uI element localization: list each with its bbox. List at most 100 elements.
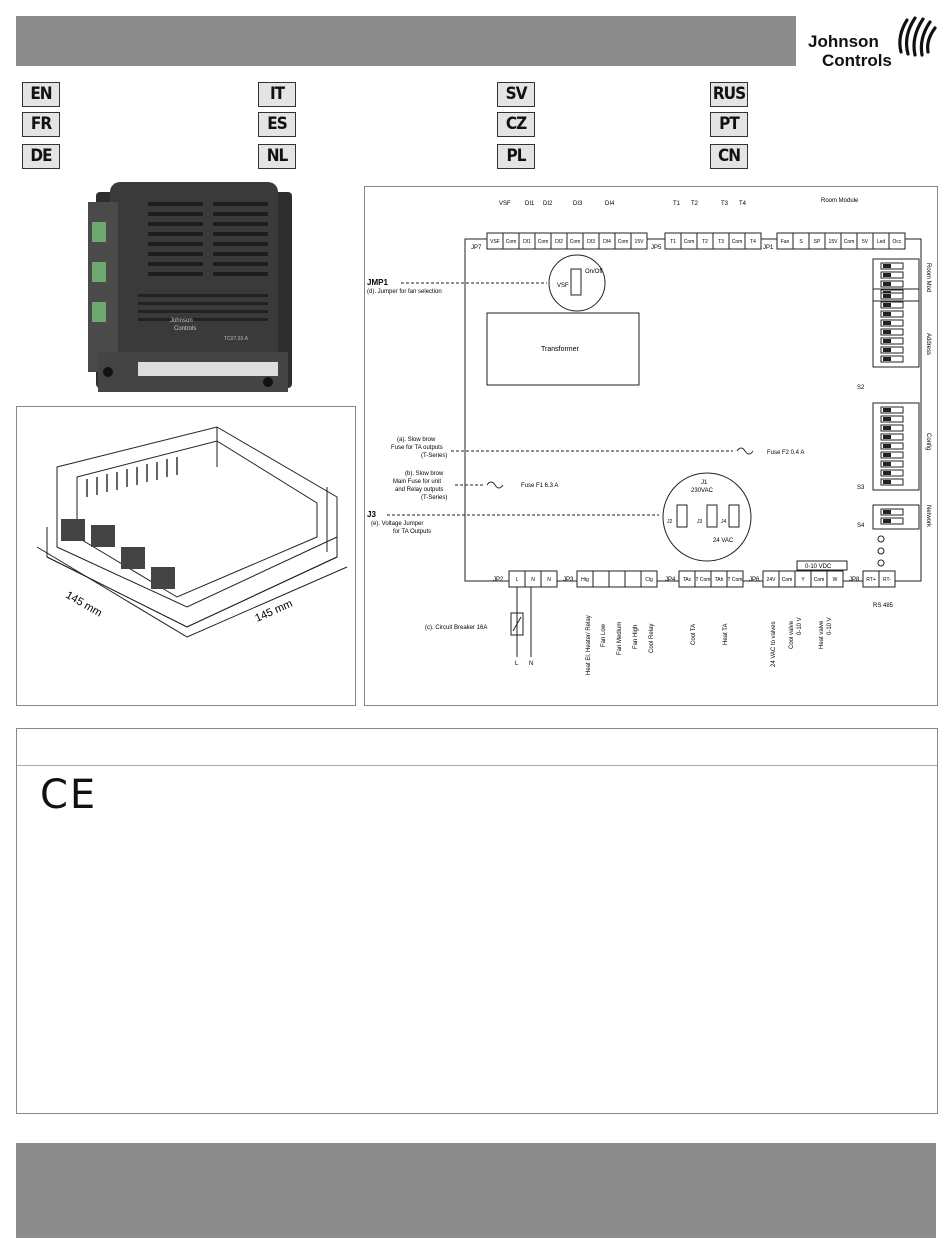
label-fan-low: Fan Low <box>601 623 607 647</box>
language-code-en: EN <box>22 82 60 107</box>
dip-switch <box>880 355 904 363</box>
dip-block <box>872 258 920 302</box>
dip-knob <box>883 303 891 307</box>
wiring-diagram: VSF DI1 DI2 DI3 DI4 T1 T2 T3 T4 Room Mod… <box>364 186 938 706</box>
dip-switch <box>880 517 904 525</box>
dip-block <box>872 504 920 530</box>
fuse-b-line2: Main Fuse for unit <box>393 479 441 485</box>
jp3-terminal <box>592 570 610 588</box>
language-code-cn: CN <box>710 144 748 169</box>
dip-switch <box>880 433 904 441</box>
jp8-name: JP8 <box>849 577 860 583</box>
label-cool-valve-v: 0-10 V <box>797 617 803 635</box>
dip-switch <box>880 406 904 414</box>
jp1-terminal-label: 15V <box>829 239 839 245</box>
j1-230v: 230VAC <box>691 488 714 494</box>
jp1-terminal <box>888 232 906 250</box>
jp4-name: JP4 <box>665 577 676 583</box>
dip-knob <box>883 462 891 466</box>
language-code-pl: PL <box>497 144 535 169</box>
dip-knob <box>883 282 891 286</box>
label-di3: DI3 <box>573 201 583 207</box>
jp5-terminal-label: T2 <box>702 239 708 245</box>
dip-network: Network <box>925 505 931 528</box>
photo-brand-right: Controls <box>174 326 196 332</box>
label-di1: DI1 <box>525 201 535 207</box>
label-l: L <box>515 661 519 667</box>
dip-switches <box>872 258 920 530</box>
jp1-terminal-label: Led <box>877 239 886 245</box>
transformer-label: Transformer <box>541 346 580 353</box>
language-code-sv: SV <box>497 82 535 107</box>
label-heat-ta: Heat TA <box>723 624 729 645</box>
label-di4: DI4 <box>605 201 615 207</box>
jp1-terminal-label: SP <box>814 239 821 245</box>
dip-knob <box>883 408 891 412</box>
label-t2: T2 <box>691 201 699 207</box>
jp5-terminal-label: Com <box>732 239 743 245</box>
label-valves: 24 VAC to valves <box>771 621 777 667</box>
j3-line1: (e). Voltage Jumper <box>371 521 423 527</box>
language-code-de: DE <box>22 144 60 169</box>
label-cool-relay: Cool Relay <box>649 624 655 653</box>
j3-title: J3 <box>367 510 376 519</box>
label-t3: T3 <box>721 201 729 207</box>
dip-knob <box>883 417 891 421</box>
dip-switch <box>880 460 904 468</box>
label-t4: T4 <box>739 201 747 207</box>
dip-knob <box>883 294 891 298</box>
jp6-terminal <box>826 570 844 588</box>
dip-knob <box>883 444 891 448</box>
jp1-name: JP1 <box>763 245 774 251</box>
dip-knob <box>883 519 891 523</box>
dip-switch <box>880 319 904 327</box>
j1-j4: J4 <box>721 519 727 525</box>
fuse-b-line1: (b). Slow brow <box>405 471 444 477</box>
jp3-name: JP3 <box>563 577 574 583</box>
brand-logo: Johnson Controls <box>808 32 892 70</box>
dip-switch <box>880 346 904 354</box>
jp7-terminal-label: DI4 <box>603 239 611 245</box>
dip-address: Address <box>925 333 931 355</box>
dip-switch <box>880 337 904 345</box>
jmp1-desc: (d). Jumper for fan selection <box>367 289 442 295</box>
dip-knob <box>883 435 891 439</box>
dip-switch <box>880 310 904 318</box>
dip-knob <box>883 330 891 334</box>
jp7-terminal-label: Com <box>570 239 581 245</box>
language-code-cz: CZ <box>497 112 535 137</box>
dip-switch <box>880 301 904 309</box>
jp6-terminal-label: Com <box>814 577 825 583</box>
dip-switch <box>880 469 904 477</box>
jp6-name: JP6 <box>749 577 760 583</box>
jp1-terminal-label: S <box>799 239 803 245</box>
jmp1-title: JMP1 <box>367 278 388 287</box>
dip-switch <box>880 292 904 300</box>
dip-knob <box>883 357 891 361</box>
jp8-rs485: RS 485 <box>873 603 894 609</box>
jp1-terminal-label: Occ <box>893 239 902 245</box>
dip-s2: S2 <box>857 385 865 391</box>
jp7-terminal-label: VSF <box>490 239 500 245</box>
label-heat-valve: Heat valve <box>819 620 825 649</box>
label-fan-medium: Fan Medium <box>617 622 623 655</box>
dip-knob <box>883 273 891 277</box>
j1-title: J1 <box>701 480 708 486</box>
dip-knob <box>883 471 891 475</box>
dip-switch <box>880 424 904 432</box>
j1-24v: 24 VAC <box>713 538 734 544</box>
jp5-terminal-label: T3 <box>718 239 724 245</box>
label-di2: DI2 <box>543 201 553 207</box>
footer-bar <box>16 1143 936 1238</box>
jp1-terminal-label: Fan <box>781 239 790 245</box>
label-n: N <box>529 661 533 667</box>
ce-mark: CE <box>40 772 98 818</box>
dip-knob <box>883 453 891 457</box>
johnson-controls-logo-icon <box>898 16 937 57</box>
dip-block <box>872 402 920 491</box>
dip-s3: S3 <box>857 485 865 491</box>
jp7-terminal-label: 15V <box>635 239 645 245</box>
jp6-terminal-label: W <box>833 577 838 583</box>
